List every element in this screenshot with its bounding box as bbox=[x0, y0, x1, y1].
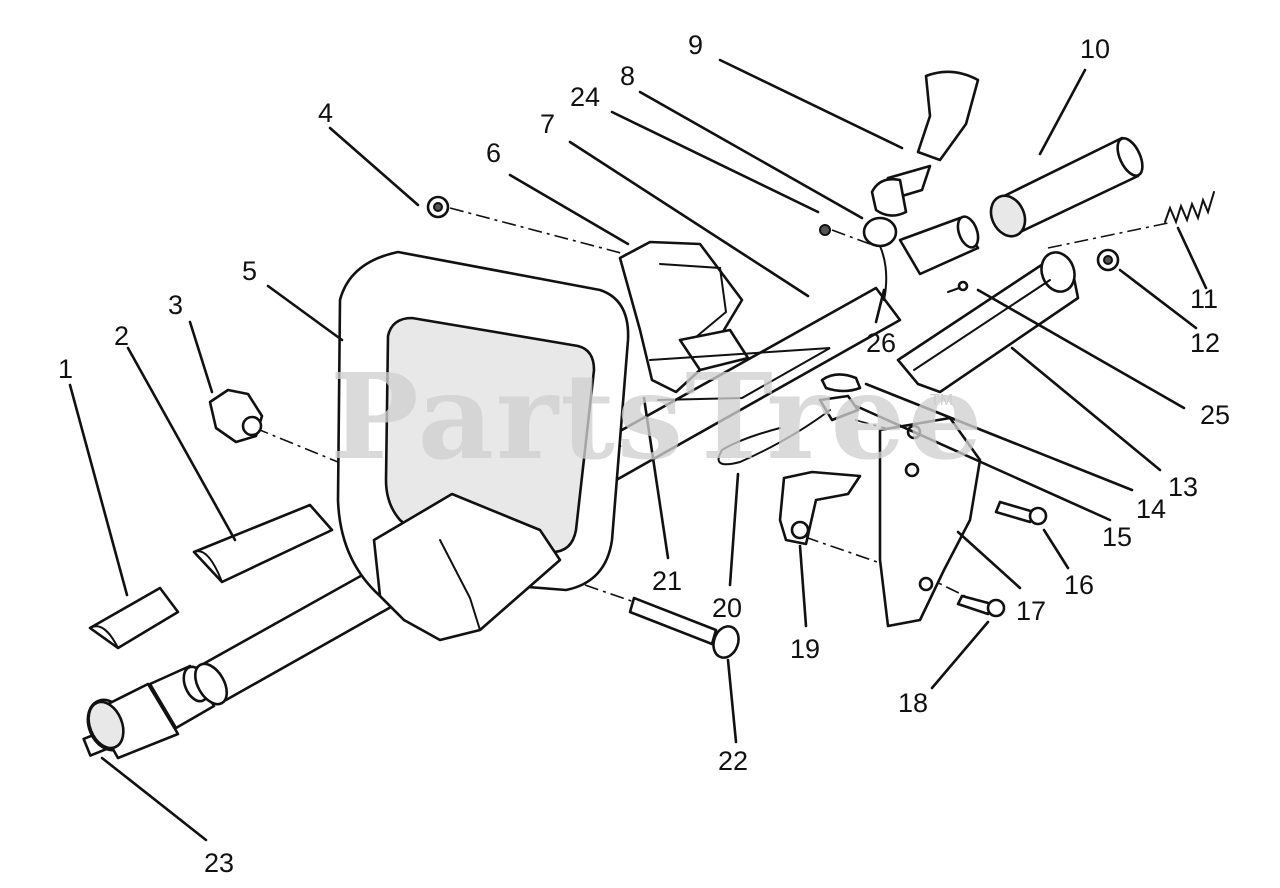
callout-1: 1 bbox=[58, 354, 73, 384]
part-22-bolt[interactable] bbox=[628, 596, 743, 661]
part-25-screw[interactable] bbox=[947, 280, 969, 293]
part-21-shroud[interactable] bbox=[649, 347, 831, 401]
part-24-spacer[interactable] bbox=[819, 224, 831, 236]
callout-17: 17 bbox=[1016, 596, 1046, 626]
callout-13: 13 bbox=[1168, 472, 1198, 502]
callout-7: 7 bbox=[540, 109, 555, 139]
callout-3: 3 bbox=[168, 290, 183, 320]
part-18-screw[interactable] bbox=[956, 594, 1006, 618]
callout-19: 19 bbox=[790, 634, 820, 664]
part-8-ring[interactable] bbox=[862, 216, 898, 301]
part-11-spring[interactable] bbox=[1164, 191, 1215, 225]
part-4-nut[interactable] bbox=[426, 195, 450, 219]
part-17-handle-housing[interactable] bbox=[878, 416, 982, 628]
callout-25: 25 bbox=[1200, 400, 1230, 430]
callout-2: 2 bbox=[114, 321, 129, 351]
part-5-d-handle[interactable] bbox=[336, 250, 630, 642]
part-2-grip-sleeve[interactable] bbox=[192, 503, 334, 584]
callout-14: 14 bbox=[1136, 494, 1166, 524]
part-15-switch[interactable] bbox=[818, 394, 860, 422]
callout-15: 15 bbox=[1102, 522, 1132, 552]
callout-24: 24 bbox=[570, 82, 600, 112]
part-19-trigger[interactable] bbox=[778, 470, 862, 546]
part-13-throttle-rail[interactable] bbox=[896, 248, 1080, 394]
callout-8: 8 bbox=[620, 61, 635, 91]
callout-23: 23 bbox=[204, 848, 234, 878]
callout-12: 12 bbox=[1190, 328, 1220, 358]
part-9-strap[interactable] bbox=[870, 70, 980, 217]
part-12-nut[interactable] bbox=[1096, 248, 1120, 272]
callout-9: 9 bbox=[688, 30, 703, 60]
callout-22: 22 bbox=[718, 746, 748, 776]
callout-labels: 1 2 3 4 5 6 7 8 9 10 11 12 13 14 15 16 1… bbox=[58, 30, 1230, 878]
callout-26: 26 bbox=[866, 328, 896, 358]
part-26-tube[interactable] bbox=[898, 214, 982, 276]
part-23-drive-coupling[interactable] bbox=[81, 663, 216, 760]
callout-16: 16 bbox=[1064, 570, 1094, 600]
callout-4: 4 bbox=[318, 98, 333, 128]
callout-10: 10 bbox=[1080, 34, 1110, 64]
callout-11: 11 bbox=[1190, 284, 1218, 314]
leader-lines bbox=[68, 58, 1208, 842]
part-1-grip-sleeve[interactable] bbox=[88, 586, 180, 650]
part-6-bracket[interactable] bbox=[618, 240, 750, 394]
part-10-sleeve[interactable] bbox=[985, 135, 1148, 242]
callout-6: 6 bbox=[486, 138, 501, 168]
part-14-button[interactable] bbox=[820, 373, 862, 393]
part-3-knob[interactable] bbox=[208, 388, 264, 444]
callout-20: 20 bbox=[712, 593, 742, 623]
callout-5: 5 bbox=[242, 256, 257, 286]
callout-21: 21 bbox=[652, 566, 682, 596]
callout-18: 18 bbox=[898, 688, 928, 718]
part-16-screw[interactable] bbox=[994, 500, 1048, 526]
part-20-wire[interactable] bbox=[717, 409, 831, 466]
watermark-trademark: TM bbox=[930, 392, 953, 409]
watermark-text: PartsTree bbox=[330, 347, 985, 486]
